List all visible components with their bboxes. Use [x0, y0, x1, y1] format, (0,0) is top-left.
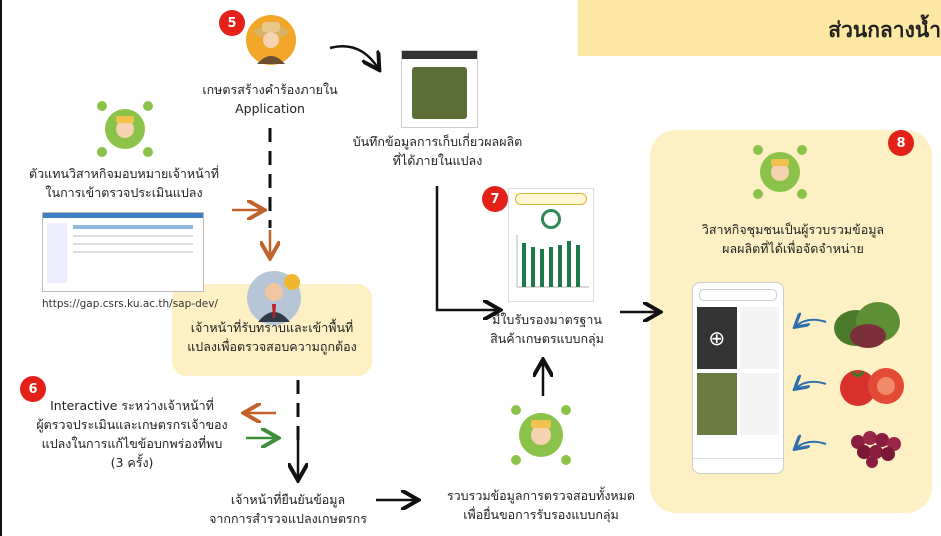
officer-line2: แปลงเพื่อตรวจสอบความถูกต้อง — [187, 339, 357, 354]
step5-line1: เกษตรสร้างคำร้องภายใน — [202, 82, 338, 97]
card-header-bar — [402, 51, 477, 59]
agency-line2: ในการเข้าตรวจประเมินแปลง — [45, 185, 203, 200]
certified-line2: สินค้าเกษตรแบบกลุ่ม — [490, 331, 604, 346]
officer-line1: เจ้าหน้าที่รับทราบและเข้าพื้นที่ — [190, 320, 354, 335]
interactive-line4: (3 ครั้ง) — [110, 455, 154, 470]
app-bottom-nav — [693, 458, 783, 473]
collect-line1: รวบรวมข้อมูลการตรวจสอบทั้งหมด — [446, 488, 636, 503]
blue-arrow-2 — [796, 382, 827, 388]
enterprise-farmer-icon — [753, 145, 807, 199]
lettuce-icon — [834, 302, 900, 348]
web-row-1 — [73, 235, 193, 237]
curved-arrow-to-record — [329, 45, 378, 68]
add-product-icon: ⊕ — [697, 307, 737, 369]
record-line1: บันทึกข้อมูลการเก็บเกี่ยวผลผลิต — [352, 134, 523, 149]
title-band: ส่วนกลางน้ำ — [578, 0, 941, 56]
product-card-empty — [739, 307, 779, 369]
blue-arrow-1 — [796, 320, 827, 326]
certificate-document — [508, 188, 594, 302]
agency-label: ตัวแทนวิสาหกิจมอบหมายเจ้าหน้าที่ ในการเข… — [20, 164, 228, 202]
confirm-line1: เจ้าหน้าที่ยืนยันข้อมูล — [230, 492, 346, 507]
agency-farmer-icon — [97, 101, 153, 157]
q-mark-logo — [541, 209, 561, 229]
arrow-record-to-cert — [435, 186, 498, 310]
tomato-icon — [840, 368, 904, 406]
record-line2: ที่ได้ภายในแปลง — [392, 153, 483, 168]
cert-title-bar — [515, 193, 587, 205]
step-5-badge: 5 — [219, 10, 245, 36]
agency-line1: ตัวแทนวิสาหกิจมอบหมายเจ้าหน้าที่ — [29, 166, 219, 181]
left-border-line — [0, 0, 2, 536]
interactive-label: Interactive ระหว่างเจ้าหน้าที่ ผู้ตรวจปร… — [32, 396, 232, 472]
certified-line1: มีใบรับรองมาตรฐาน — [492, 312, 602, 327]
web-sidebar — [47, 223, 67, 283]
grapes-icon — [851, 431, 901, 468]
collect-label: รวบรวมข้อมูลการตรวจสอบทั้งหมด เพื่อยื่นข… — [430, 486, 652, 524]
harvest-record-screenshot — [401, 50, 478, 128]
web-row-2 — [73, 243, 193, 245]
website-screenshot — [42, 212, 204, 292]
enterprise-line2: ผลผลิตที่ได้เพื่อจัดจำหน่าย — [722, 241, 864, 256]
step5-line2: Application — [235, 101, 305, 116]
interactive-line3: แปลงในการแก้ไขข้อบกพร่องที่พบ — [41, 436, 223, 451]
web-table-header — [73, 225, 193, 229]
enterprise-label: วิสาหกิจชุมชนเป็นผู้รวบรวมข้อมูล ผลผลิตท… — [668, 220, 918, 258]
confirm-line2: จากการสำรวจแปลงเกษตรกร — [209, 511, 367, 526]
step-8-badge: 8 — [888, 130, 914, 156]
enterprise-line1: วิสาหกิจชุมชนเป็นผู้รวบรวมข้อมูล — [701, 222, 885, 237]
interactive-line2: ผู้ตรวจประเมินและเกษตรกรเจ้าของ — [36, 417, 228, 432]
app-search-bar — [699, 289, 777, 301]
step-6-badge: 6 — [20, 376, 46, 402]
interactive-line1: Interactive ระหว่างเจ้าหน้าที่ — [50, 398, 214, 413]
web-row-3 — [73, 251, 193, 253]
product-card-blank — [739, 373, 779, 435]
blue-arrow-3 — [796, 442, 827, 448]
officer-label: เจ้าหน้าที่รับทราบและเข้าพื้นที่ แปลงเพื… — [172, 318, 372, 356]
collector-farmer-icon — [511, 405, 571, 465]
confirm-label: เจ้าหน้าที่ยืนยันข้อมูล จากการสำรวจแปลงเ… — [200, 490, 376, 528]
web-header-bar — [43, 213, 203, 218]
cert-bar-chart — [516, 235, 589, 288]
product-card-durian — [697, 373, 737, 435]
record-label: บันทึกข้อมูลการเก็บเกี่ยวผลผลิต ที่ได้ภา… — [335, 132, 540, 170]
collect-line2: เพื่อยื่นขอการรับรองแบบกลุ่ม — [463, 507, 619, 522]
website-url: https://gap.csrs.ku.ac.th/sap-dev/ — [42, 298, 218, 310]
officer-avatar-icon — [247, 271, 301, 325]
farmer-avatar-icon — [246, 15, 296, 65]
step-7-badge: 7 — [482, 186, 508, 212]
durian-photo — [412, 67, 467, 119]
step5-label: เกษตรสร้างคำร้องภายใน Application — [190, 80, 350, 118]
certified-label: มีใบรับรองมาตรฐาน สินค้าเกษตรแบบกลุ่ม — [472, 310, 622, 348]
phone-app-mockup: ⊕ — [692, 282, 784, 474]
section-title: ส่วนกลางน้ำ — [828, 18, 941, 42]
